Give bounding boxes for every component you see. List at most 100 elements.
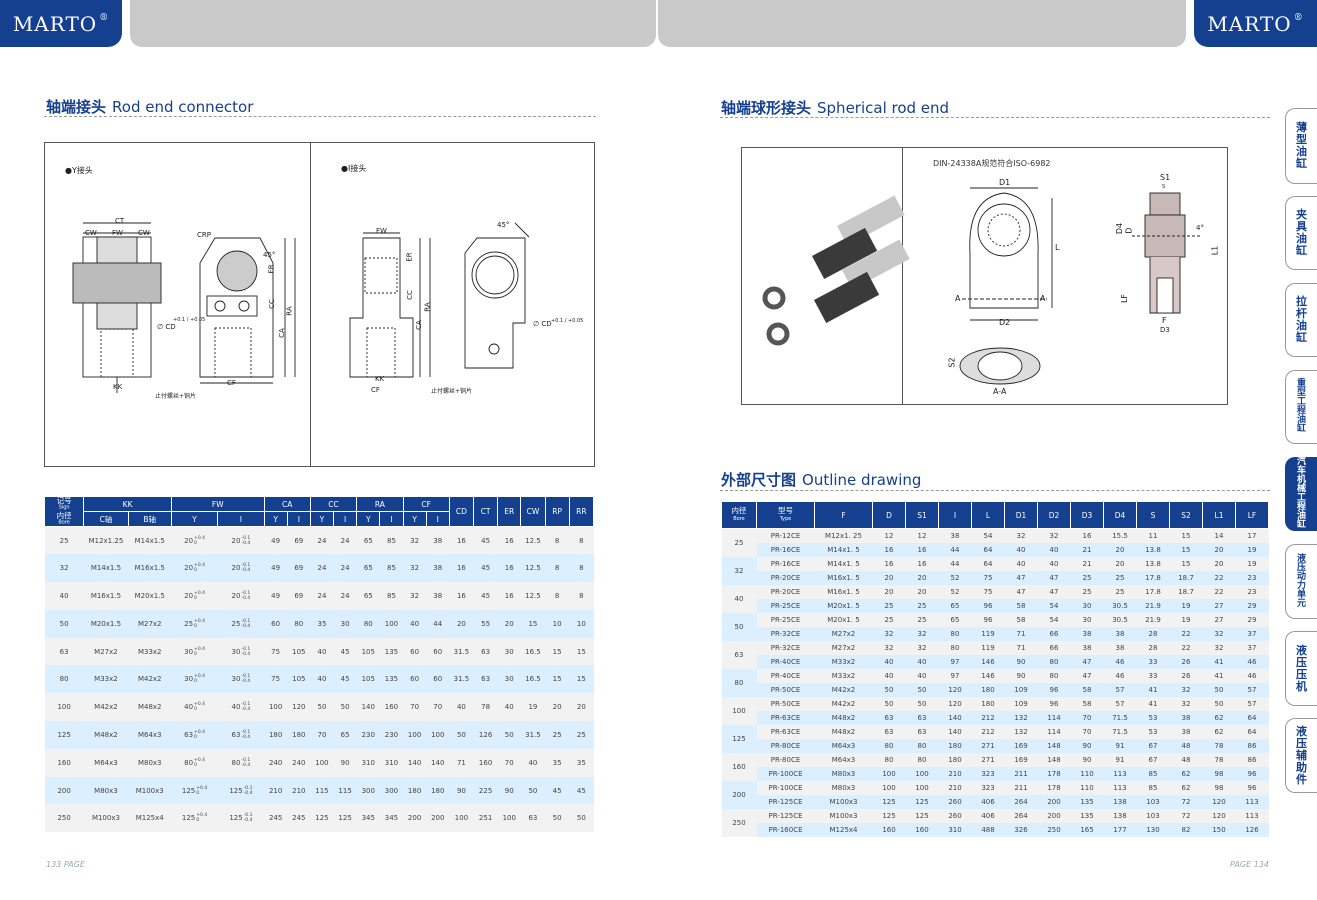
table-cell: 50: [905, 682, 939, 697]
table-cell: M100x3: [128, 776, 172, 805]
category-tab[interactable]: 液压动力单元: [1285, 544, 1317, 619]
tolerance: -0.1-0.4: [241, 730, 250, 740]
table-cell: M64x3: [814, 738, 873, 753]
table-cell: 125: [905, 794, 939, 809]
table-cell: 85: [379, 526, 404, 555]
category-tab[interactable]: 拉杆油缸: [1285, 283, 1317, 357]
table-cell: 72: [1169, 794, 1203, 809]
table-cell: 169: [1004, 752, 1038, 767]
dim-s2: S2: [947, 357, 957, 368]
table-cell: 26: [1169, 654, 1203, 669]
category-tab[interactable]: 重型工程油缸: [1285, 370, 1317, 444]
table-cell: 75: [971, 584, 1005, 599]
tolerance: -0.1-0.4: [241, 647, 250, 657]
table-cell: 52: [938, 584, 972, 599]
dim-ra: RA: [285, 306, 294, 316]
set-screw-note-i: 止付螺丝+铜片: [431, 388, 473, 395]
table-cell: 25: [44, 526, 84, 555]
table-cell: 19: [1235, 556, 1269, 571]
table-cell: M33x2: [128, 637, 172, 666]
table-cell: 57: [1235, 682, 1269, 697]
category-tab[interactable]: 液压压机: [1285, 631, 1317, 706]
bore-cell: 100: [721, 696, 757, 725]
table-cell: 54: [1037, 598, 1071, 613]
table-cell: 60: [403, 665, 427, 694]
table-cell: 20: [545, 693, 570, 722]
table-cell: 63: [905, 724, 939, 739]
table-cell: 40: [905, 654, 939, 669]
table-cell: PR-63CE: [756, 724, 815, 739]
dim-kk-i: KK: [375, 375, 385, 383]
table-cell: 14: [1202, 528, 1236, 543]
table-cell: 38: [1070, 640, 1104, 655]
table-cell: 120: [1202, 794, 1236, 809]
table-cell: M42x2: [128, 665, 172, 694]
tolerance: -0.1-0.4: [241, 702, 250, 712]
header-i: I: [425, 511, 450, 527]
table-cell: 132: [1004, 724, 1038, 739]
table-cell: 10: [569, 609, 594, 638]
table-cell: 78: [473, 693, 498, 722]
table-cell: 100: [403, 721, 427, 749]
table-cell: 96: [1235, 780, 1269, 795]
table-cell: M80x3: [83, 776, 129, 805]
table-cell: M64x3: [814, 752, 873, 767]
table-cell: 130: [1136, 822, 1170, 837]
table-cell: M14x1.5: [83, 554, 129, 583]
table-cell: 310: [938, 822, 972, 837]
table-cell: 71: [449, 748, 474, 777]
table-cell: 165: [1070, 822, 1104, 837]
table-cell: 200: [1037, 808, 1071, 823]
table-cell: 212: [971, 710, 1005, 725]
table-cell: 45: [473, 554, 498, 583]
table-cell: 31.5: [520, 721, 546, 749]
dim-s: S: [1162, 184, 1166, 190]
table-cell: 12: [872, 528, 906, 543]
category-tab[interactable]: 夹具油缸: [1285, 196, 1317, 270]
table-cell: PR-20CE: [756, 570, 815, 585]
table-cell: 271: [971, 738, 1005, 753]
table-cell: 63: [905, 710, 939, 725]
tolerance-upper: -0.1: [241, 563, 251, 569]
table-cell: 22: [1169, 626, 1203, 641]
table-cell: 300: [379, 776, 404, 805]
category-tab[interactable]: 汽车机械工程油缸: [1285, 457, 1317, 531]
category-tab[interactable]: 液压辅助件: [1285, 718, 1317, 793]
table-cell: 177: [1103, 822, 1137, 837]
table-cell: 54: [1037, 612, 1071, 627]
table-cell: 300: [356, 776, 380, 805]
category-tab[interactable]: 薄型油缸: [1285, 108, 1317, 184]
table-cell: 85: [379, 554, 404, 583]
table-cell: 180: [938, 738, 972, 753]
bore-cell: 25: [721, 528, 757, 557]
table-cell: 49: [264, 554, 288, 583]
table-cell: 100: [379, 609, 404, 638]
table-cell: 38: [1169, 724, 1203, 739]
table-cell: 40: [403, 609, 427, 638]
table-cell: 75: [264, 637, 288, 666]
table-cell: 33: [1136, 654, 1170, 669]
cell-value: 20: [231, 536, 241, 545]
table-cell: 50: [872, 682, 906, 697]
table-cell: PR-125CE: [756, 794, 815, 809]
table-cell: M100x3: [814, 808, 873, 823]
rod-end-sketch: [72, 222, 530, 393]
header-i: I: [379, 511, 404, 527]
table-cell: 70: [426, 693, 450, 722]
left-page-number: 133 PAGE: [46, 860, 85, 869]
table-cell: 240: [287, 748, 311, 777]
table-cell: 100: [905, 766, 939, 781]
table-cell: 50: [310, 693, 334, 722]
tolerance-lower: -0.4: [243, 818, 253, 824]
table-cell: 19: [1169, 612, 1203, 627]
table-cell: 30: [1070, 612, 1104, 627]
rod-end-drawing: ●Y接头 ●I接头 CT CW FW CW CRP 45° ER CC RA C…: [44, 142, 595, 467]
